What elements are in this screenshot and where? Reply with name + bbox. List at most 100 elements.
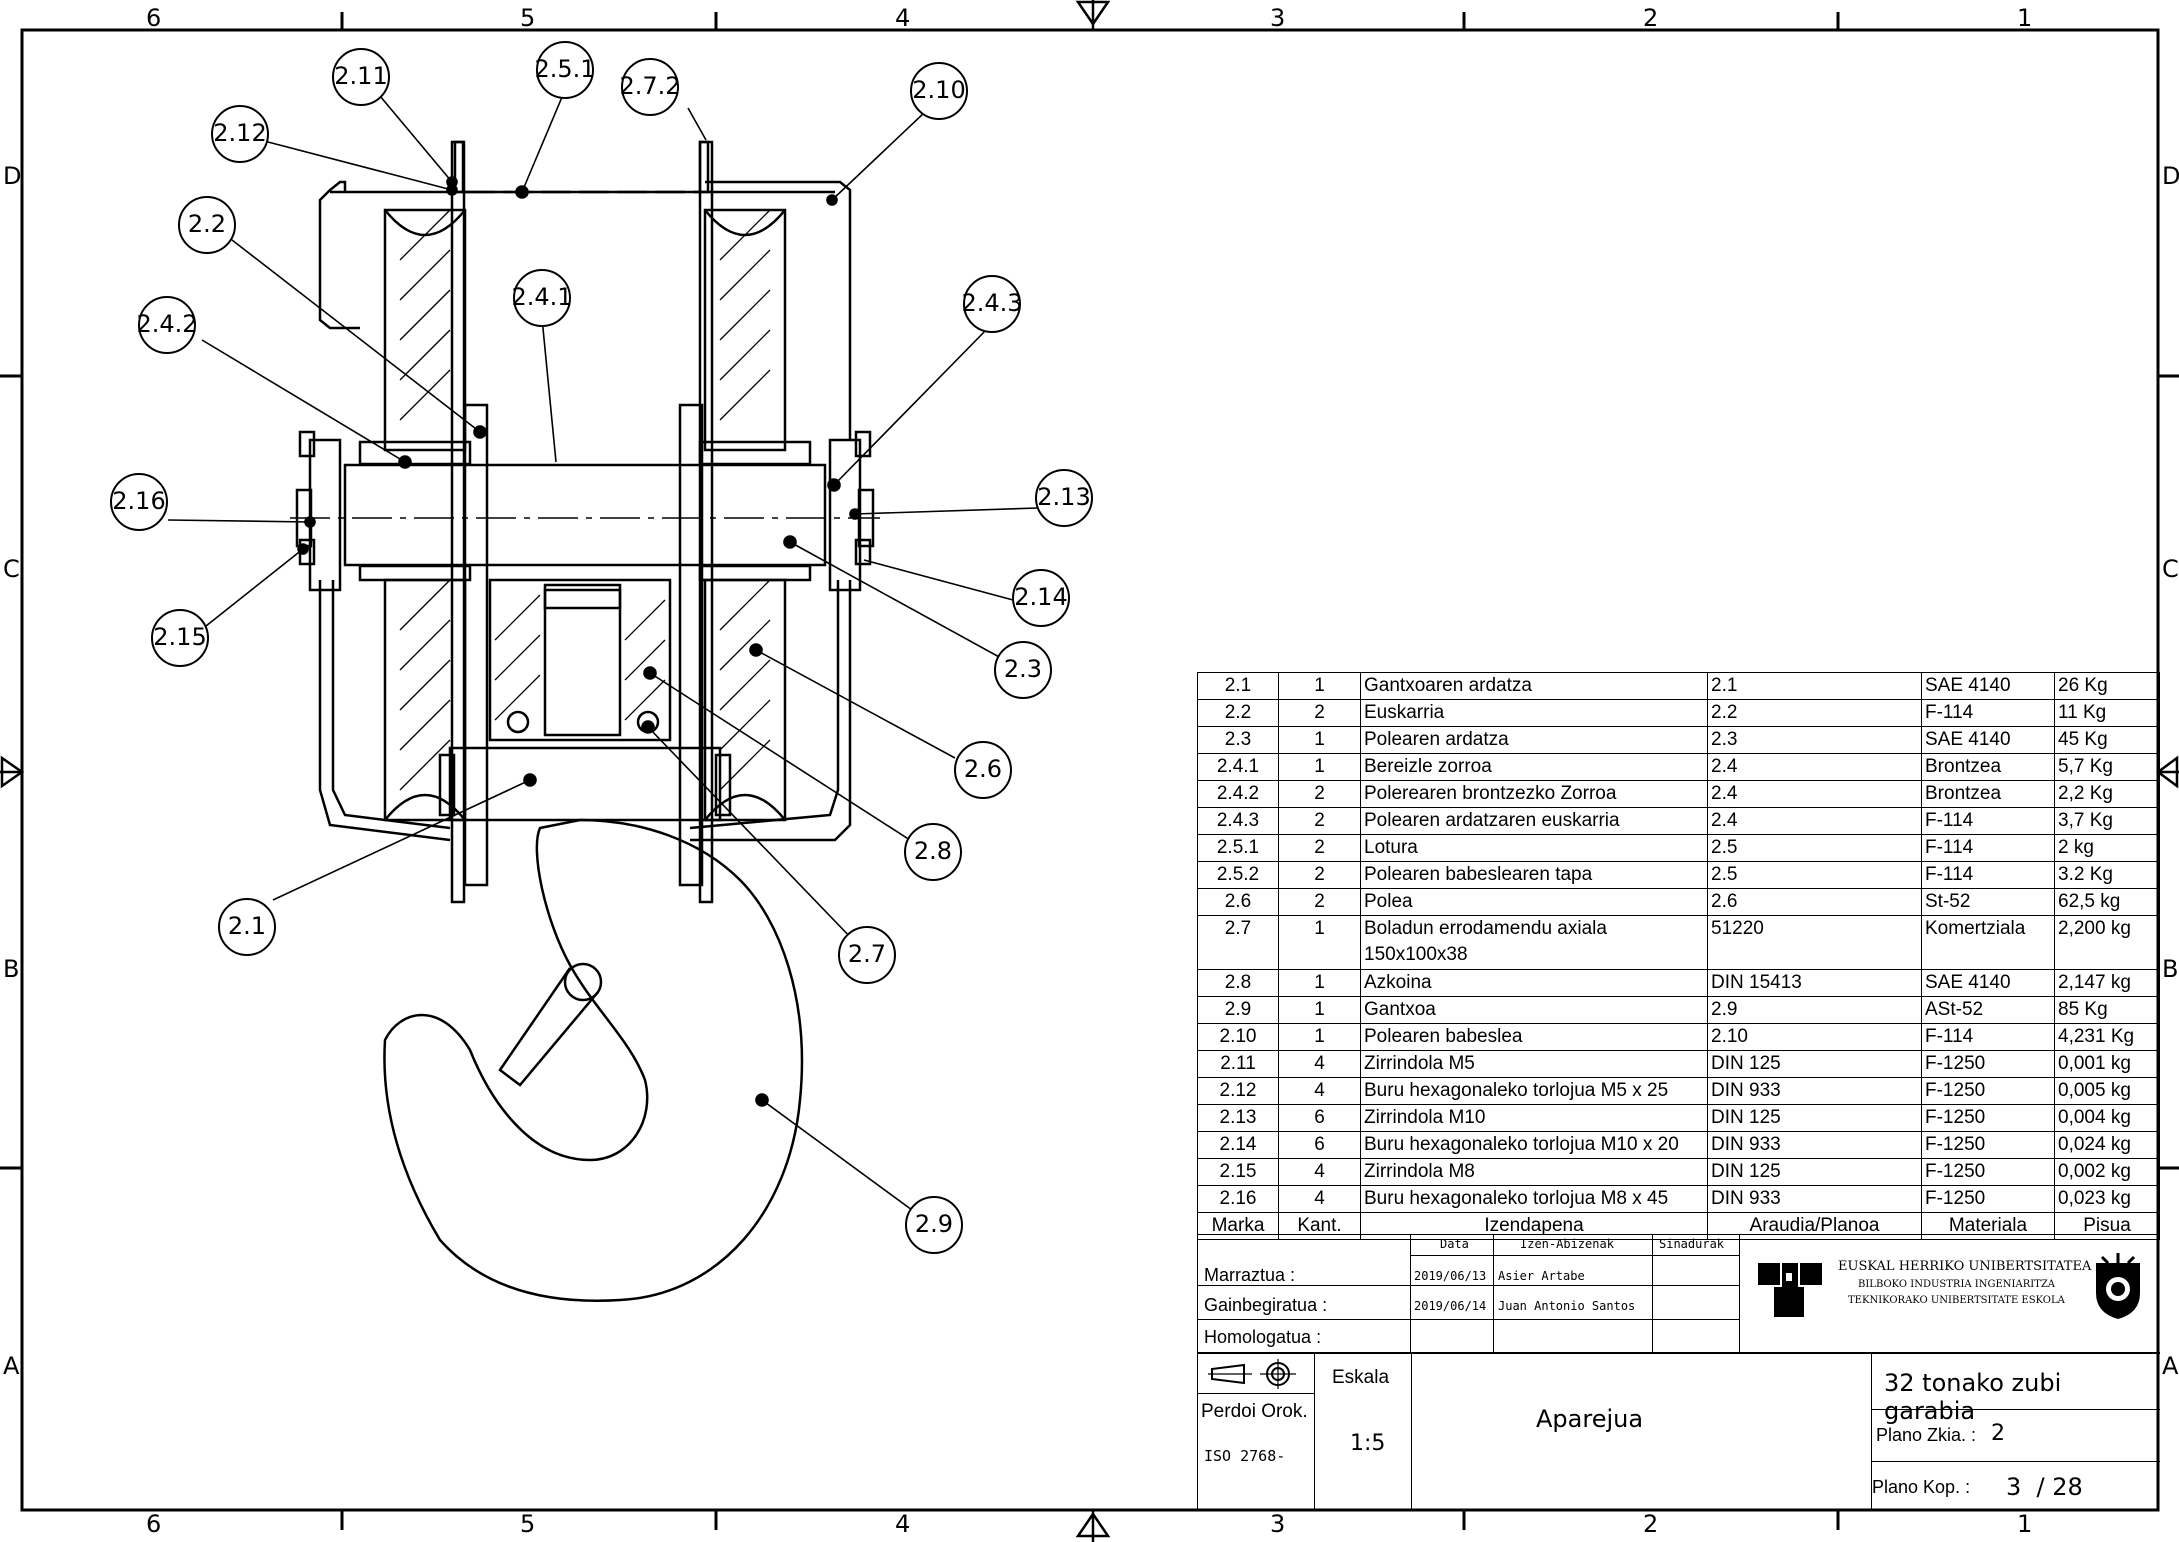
school-line1: EUSKAL HERRIKO UNIBERTSITATEA: [1838, 1259, 2092, 1274]
zone-col-label: 6: [146, 1510, 162, 1538]
callout-label: 2.9: [914, 1210, 954, 1238]
parts-cell-weight: 0,001 kg: [2054, 1050, 2160, 1078]
parts-cell-text: 6: [1314, 1134, 1325, 1155]
zone-col-label: 3: [1270, 4, 1286, 32]
parts-cell-text: 0,005 kg: [2058, 1080, 2131, 1101]
guard-left: [318, 180, 360, 330]
parts-cell-weight: 26 Kg: [2054, 672, 2160, 700]
crosshead: [488, 578, 672, 742]
parts-cell-mat: SAE 4140: [1921, 726, 2055, 754]
callout-label: 2.13: [1037, 483, 1091, 511]
parts-cell-qty: 1: [1278, 915, 1361, 970]
zone-col-label: 4: [895, 4, 911, 32]
parts-cell-text: F-114: [1925, 864, 1974, 885]
parts-cell-text: DIN 125: [1711, 1107, 1781, 1128]
parts-cell-text: Brontzea: [1925, 783, 2002, 804]
zone-col-label: 6: [146, 4, 162, 32]
zone-row-label: B: [2162, 955, 2179, 983]
parts-cell-text: 2.9: [1711, 999, 1738, 1020]
parts-cell-mark: 2.14: [1197, 1131, 1279, 1159]
parts-cell-text: 2.6: [1224, 891, 1252, 912]
parts-cell-text: 3,7 Kg: [2058, 810, 2113, 831]
parts-cell-mat: Komertziala: [1921, 915, 2055, 970]
safety-latch: [498, 967, 599, 1087]
parts-cell-text: 2.1: [1711, 675, 1738, 696]
parts-cell-weight: 85 Kg: [2054, 996, 2160, 1024]
parts-cell-text: 2.3: [1711, 729, 1738, 750]
parts-cell-name: Buru hexagonaleko torlojua M5 x 25: [1360, 1077, 1708, 1105]
parts-cell-text: SAE 4140: [1925, 729, 2011, 750]
parts-cell-std: 2.10: [1707, 1023, 1922, 1051]
parts-cell-text: Polearen ardatza: [1364, 729, 1509, 750]
school-line2: BILBOKO INDUSTRIA INGENIARITZA: [1858, 1279, 2056, 1290]
parts-cell-text: 2.2: [1224, 702, 1252, 723]
parts-cell-mark: 2.10: [1197, 1023, 1279, 1051]
parts-cell-qty: 6: [1278, 1131, 1361, 1159]
parts-cell-name: Gantxoa: [1360, 996, 1708, 1024]
parts-cell-name: Zirrindola M10: [1360, 1104, 1708, 1132]
parts-cell-name: Zirrindola M8: [1360, 1158, 1708, 1186]
parts-cell-text: 4,231 Kg: [2058, 1026, 2135, 1047]
parts-cell-qty: 4: [1278, 1185, 1361, 1213]
drawn-date: 2019/06/13: [1414, 1269, 1487, 1283]
parts-cell-text: 2.5.1: [1216, 837, 1260, 858]
parts-cell-qty: 2: [1278, 861, 1361, 889]
parts-cell-text: 4: [1314, 1161, 1325, 1182]
callout-label: 2.5.1: [534, 55, 596, 83]
parts-cell-text: 2.5: [1711, 837, 1738, 858]
parts-cell-mark: 2.7: [1197, 915, 1279, 970]
parts-cell-mat: F-114: [1921, 1023, 2055, 1051]
parts-cell-qty: 4: [1278, 1158, 1361, 1186]
parts-cell-weight: 2,147 kg: [2054, 969, 2160, 997]
parts-cell-name: Azkoina: [1360, 969, 1708, 997]
parts-cell-name: Polearen babeslea: [1360, 1023, 1708, 1051]
parts-cell-name: Polea: [1360, 888, 1708, 916]
zone-col-label: 2: [1643, 1510, 1659, 1538]
parts-cell-qty: 2: [1278, 699, 1361, 727]
parts-cell-weight: 0,002 kg: [2054, 1158, 2160, 1186]
parts-cell-mat: F-114: [1921, 807, 2055, 835]
parts-cell-mark: 2.12: [1197, 1077, 1279, 1105]
parts-cell-std: 2.4: [1707, 807, 1922, 835]
parts-cell-text: 2.4: [1711, 783, 1738, 804]
tolerance-label: Perdoi Orok.: [1201, 1401, 1308, 1422]
parts-cell-text: 2.15: [1219, 1161, 1257, 1182]
parts-cell-text: Euskarria: [1364, 702, 1445, 723]
parts-cell-text: DIN 125: [1711, 1161, 1781, 1182]
parts-cell-text: 2: [1314, 864, 1325, 885]
parts-cell-std: 2.1: [1707, 672, 1922, 700]
tolerance-value: ISO 2768-: [1204, 1447, 1286, 1465]
parts-cell-qty: 1: [1278, 996, 1361, 1024]
parts-cell-mark: 2.11: [1197, 1050, 1279, 1078]
parts-cell-text: 2.2: [1711, 702, 1738, 723]
parts-cell-name: Polearen ardatzaren euskarria: [1360, 807, 1708, 835]
parts-cell-text: 2 kg: [2058, 837, 2094, 858]
approved-label: Homologatua :: [1204, 1327, 1322, 1347]
parts-cell-std: DIN 933: [1707, 1185, 1922, 1213]
parts-cell-text: F-1250: [1925, 1053, 1986, 1074]
header-standard: Araudia/Planoa: [1707, 1212, 1922, 1240]
callout-label: 2.4.2: [136, 310, 198, 338]
parts-cell-text: Bereizle zorroa: [1364, 756, 1492, 777]
parts-cell-text: 1: [1314, 918, 1325, 939]
callout-label: 2.6: [963, 755, 1003, 783]
parts-cell-text: Boladun errodamendu axiala: [1364, 918, 1607, 939]
parts-cell-qty: 1: [1278, 672, 1361, 700]
parts-cell-text: 45 Kg: [2058, 729, 2108, 750]
parts-cell-mark: 2.5.1: [1197, 834, 1279, 862]
col-name: Izen-Abizenak: [1520, 1237, 1614, 1251]
callout-label: 2.3: [1003, 655, 1043, 683]
parts-cell-text: Gantxoa: [1364, 999, 1436, 1020]
header-weight: Pisua: [2054, 1212, 2160, 1240]
parts-cell-text: Polerearen brontzezko Zorroa: [1364, 783, 1617, 804]
parts-cell-text: 2.12: [1219, 1080, 1257, 1101]
parts-cell-text: Brontzea: [1925, 756, 2002, 777]
